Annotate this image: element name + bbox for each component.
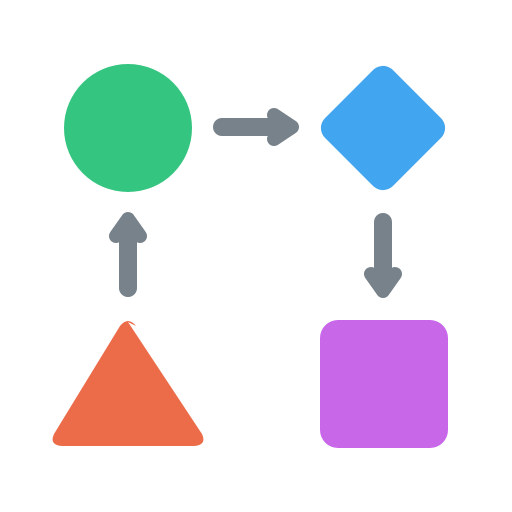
arrow-head bbox=[267, 108, 299, 146]
triangle-node bbox=[52, 321, 204, 446]
arrow-head bbox=[364, 267, 402, 298]
square-node bbox=[320, 320, 448, 448]
circle-node bbox=[64, 64, 192, 192]
arrow-head bbox=[109, 212, 147, 243]
arrow-diamond-to-square bbox=[364, 213, 402, 298]
arrow-triangle-to-circle bbox=[109, 212, 147, 297]
arrow-circle-to-diamond bbox=[213, 108, 299, 146]
diamond-node bbox=[320, 65, 446, 191]
